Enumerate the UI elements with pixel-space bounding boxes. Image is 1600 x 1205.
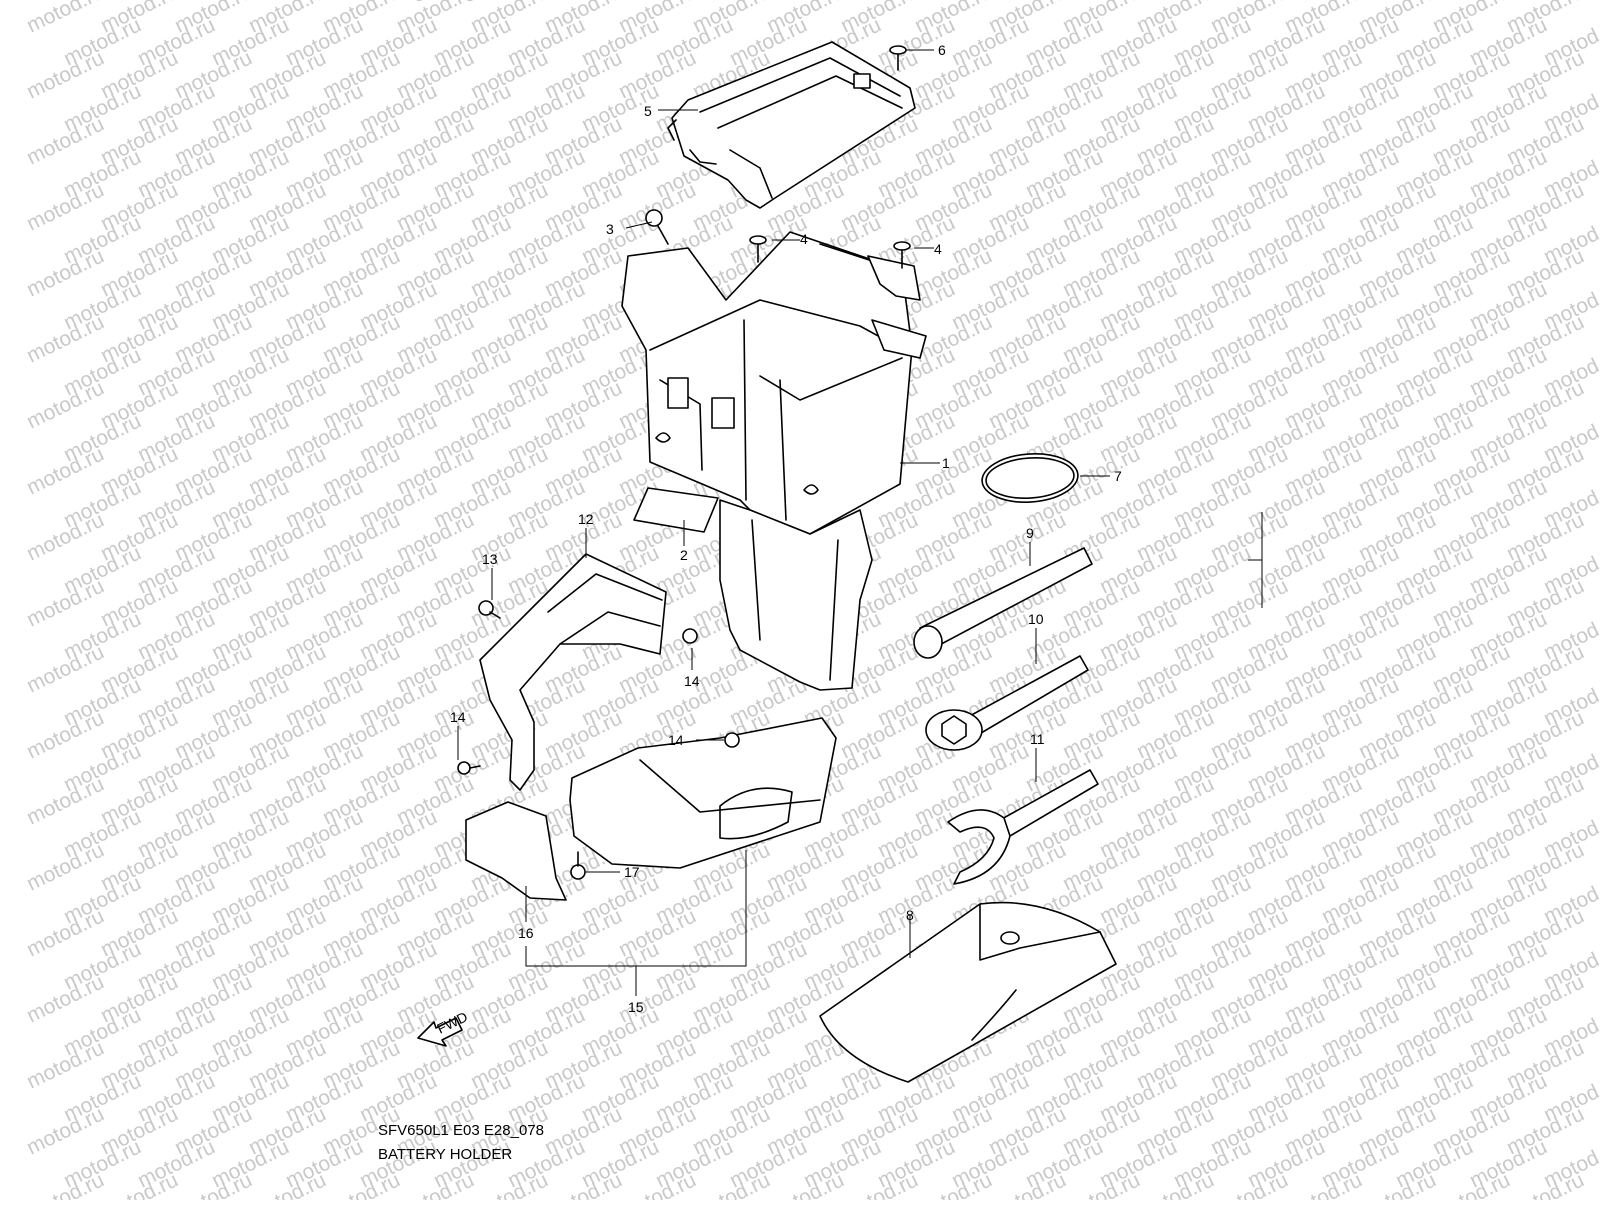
leader-lines xyxy=(457,49,1110,996)
clip-14a xyxy=(682,628,698,644)
part-1-battery-tray xyxy=(621,231,927,691)
figure-code: SFV650L1 E03 E28_078 xyxy=(378,1122,544,1139)
callout-12: 12 xyxy=(578,511,594,527)
part-7-band xyxy=(981,453,1079,503)
callout-11: 11 xyxy=(1030,731,1045,747)
screw-4a xyxy=(749,235,767,263)
callout-1: 1 xyxy=(942,455,950,471)
part-15-lower-tray xyxy=(569,717,837,869)
callout-3: 3 xyxy=(606,221,614,237)
part-8-tool-bag xyxy=(819,901,1117,1083)
bolt-17 xyxy=(570,851,586,880)
part-16-guard xyxy=(465,801,567,901)
callout-17: 17 xyxy=(624,864,640,880)
callout-16: 16 xyxy=(518,925,534,941)
callout-6: 6 xyxy=(938,42,946,58)
callout-10: 10 xyxy=(1028,611,1044,627)
callout-7: 7 xyxy=(1114,468,1122,484)
right-bracket-line xyxy=(1248,512,1263,608)
callout-14a: 14 xyxy=(684,673,700,689)
callout-4b: 4 xyxy=(934,241,942,257)
clip-14c xyxy=(724,732,740,748)
part-12-cover xyxy=(479,553,667,791)
part-11-c-spanner xyxy=(947,769,1099,885)
bolt-13 xyxy=(478,600,501,619)
callout-labels: 1 2 3 4 4 5 6 7 8 9 10 11 12 13 14 14 14… xyxy=(450,42,1122,1015)
screw-4b xyxy=(893,241,911,269)
clip-14b xyxy=(457,761,481,775)
part-10-ring-wrench xyxy=(925,655,1089,751)
callout-14b: 14 xyxy=(450,709,466,725)
callout-14c: 14 xyxy=(668,732,684,748)
callout-15: 15 xyxy=(628,999,644,1015)
figure-title: FIG.78 xyxy=(376,0,480,9)
figure-name: BATTERY HOLDER xyxy=(378,1146,513,1163)
callout-5: 5 xyxy=(644,103,652,119)
callout-9: 9 xyxy=(1026,525,1034,541)
part-5-bracket xyxy=(667,41,916,209)
callout-2: 2 xyxy=(680,547,688,563)
callout-8: 8 xyxy=(906,907,914,923)
part-9-socket-tool xyxy=(913,547,1093,659)
part-2-strip xyxy=(633,487,719,533)
callout-13: 13 xyxy=(482,551,498,567)
callout-4a: 4 xyxy=(800,231,808,247)
